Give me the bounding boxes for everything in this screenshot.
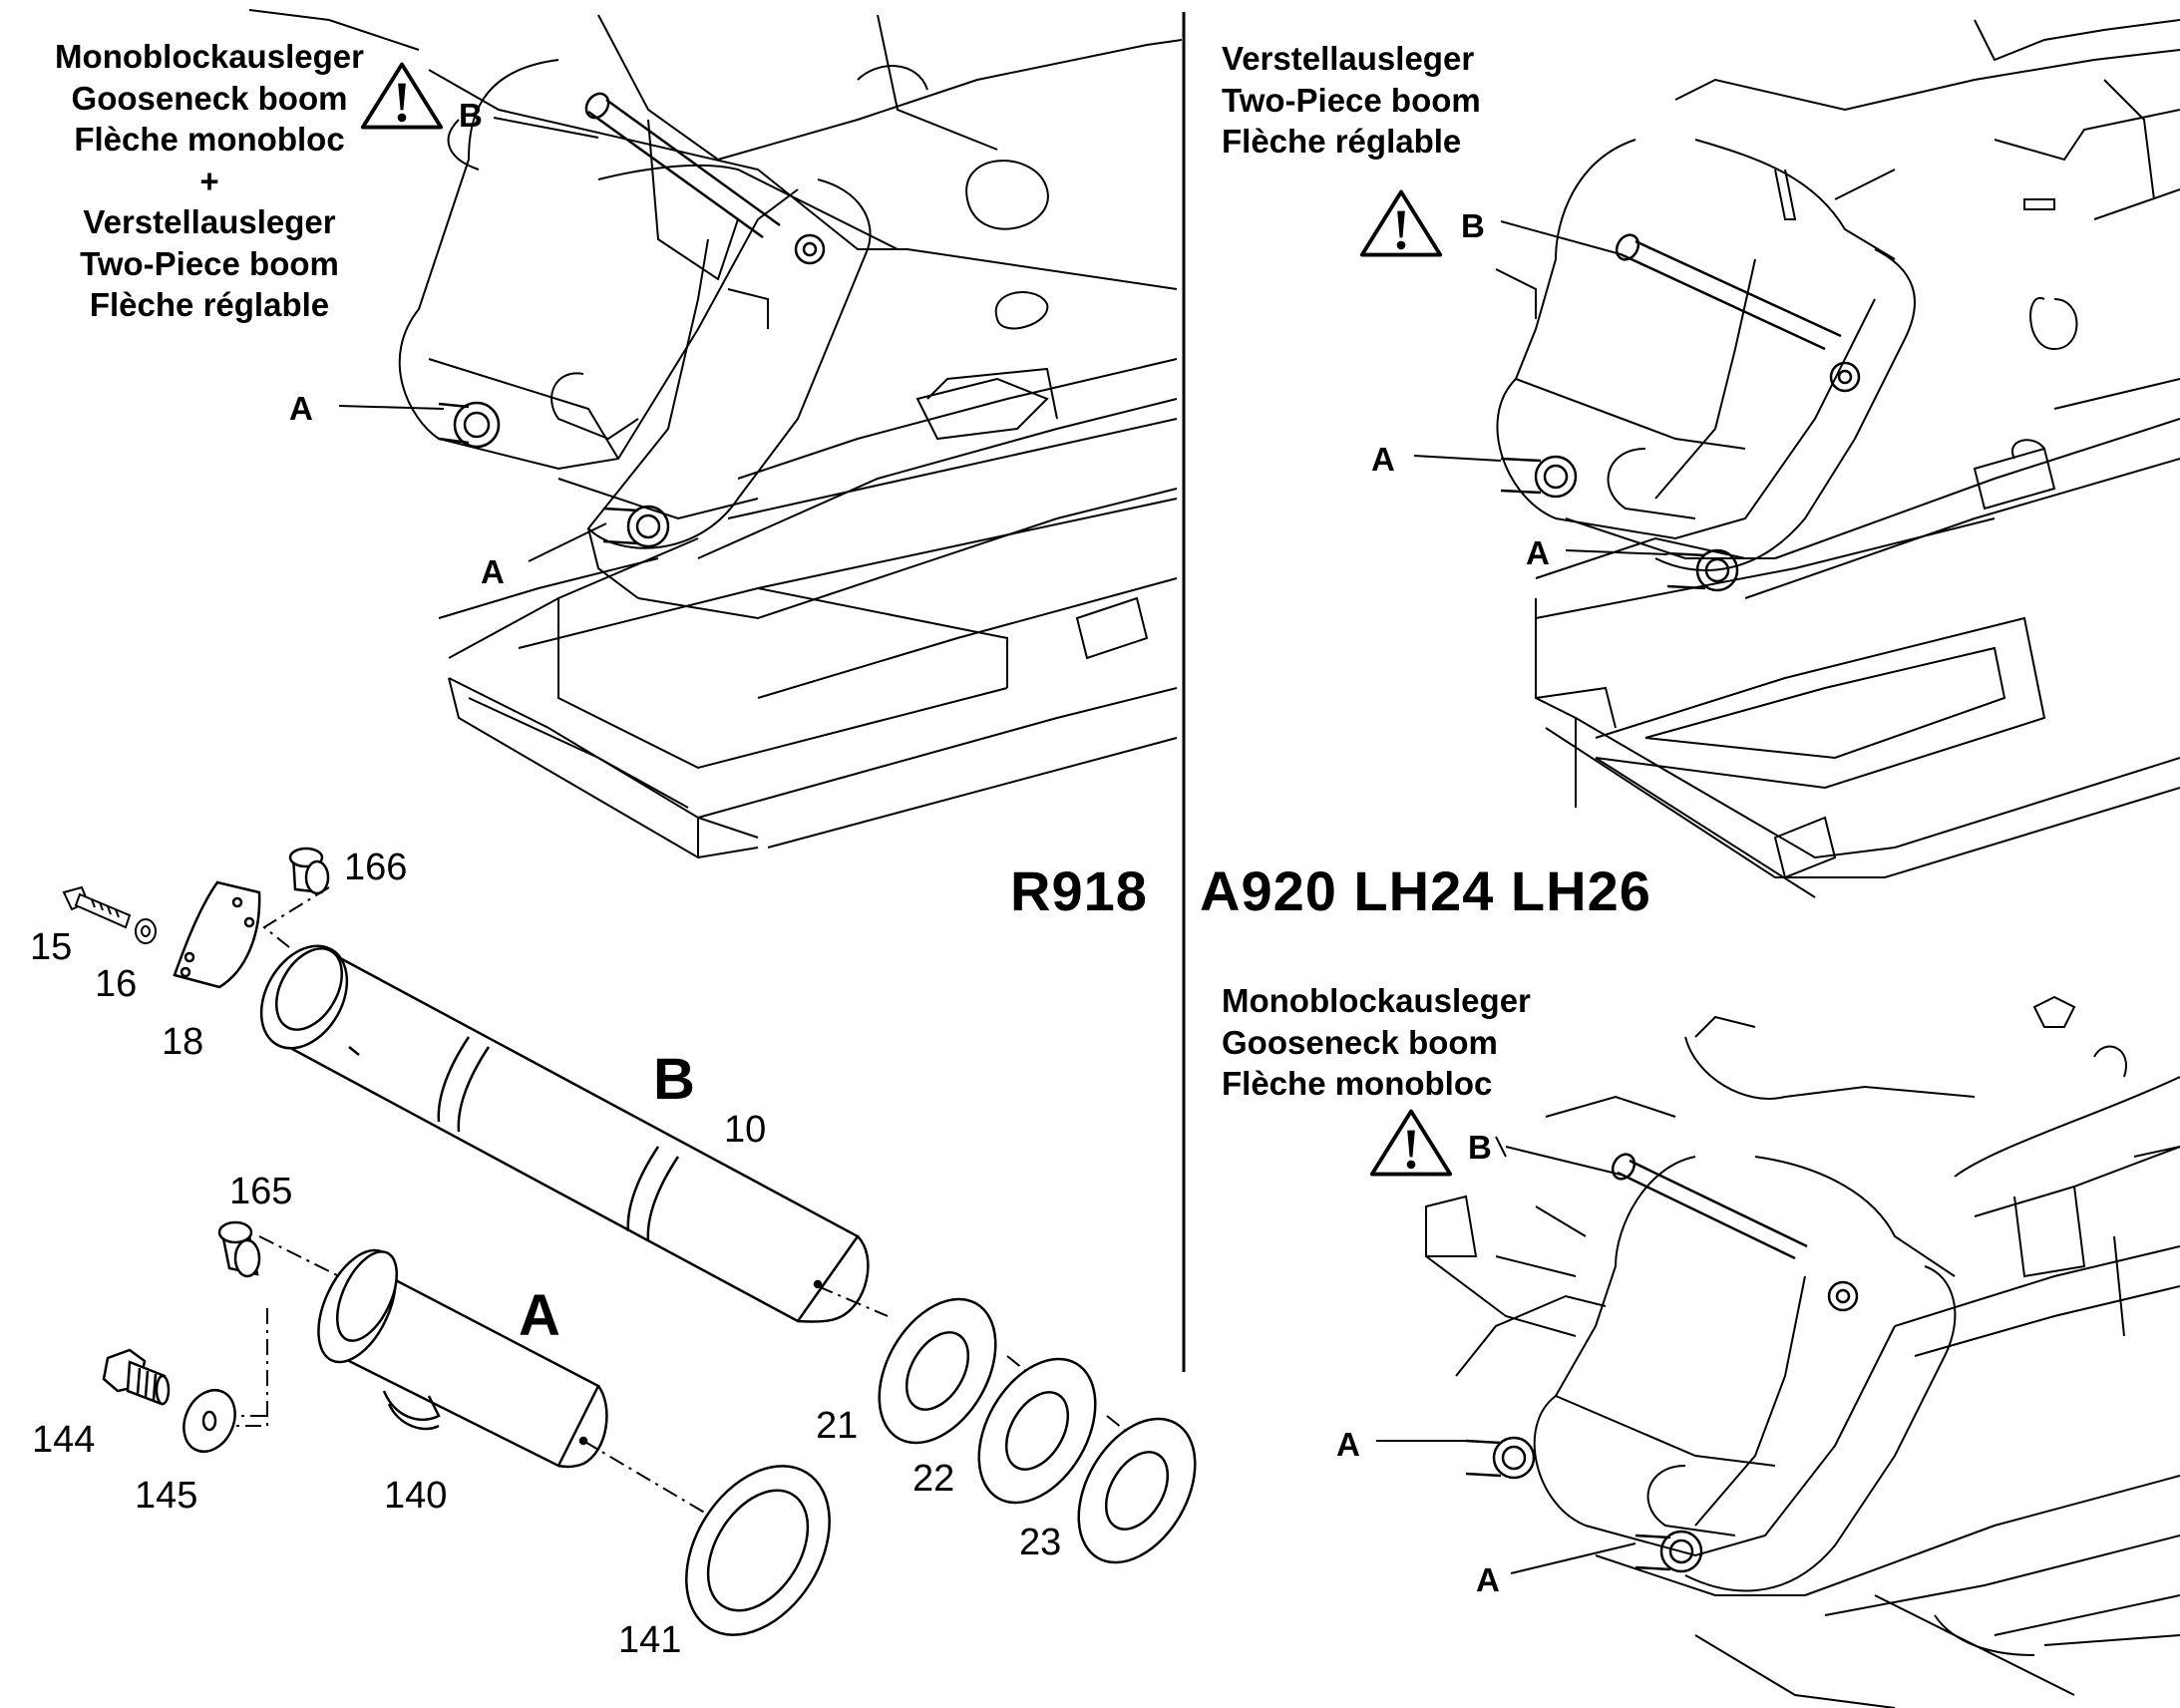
part-145-washer <box>182 1389 236 1453</box>
part-144-bolt <box>102 1348 171 1406</box>
part-number-22: 22 <box>912 1458 955 1500</box>
label-b-top-right: B <box>1461 207 1485 244</box>
upperframe-drawing-right-top <box>1495 19 2180 898</box>
part-number-165: 165 <box>229 1171 293 1212</box>
model-label-left: R918 <box>1010 859 1148 922</box>
pins-a-bottom-right <box>1465 1436 1703 1573</box>
pin-b-top-right <box>1615 233 1861 393</box>
label-a-top-left-1: A <box>289 390 313 427</box>
boom-caption-combined: Monoblockausleger Gooseneck boom Flèche … <box>55 38 364 323</box>
label-b-bottom-right: B <box>1468 1129 1492 1166</box>
warning-triangle-icon <box>1369 1109 1453 1177</box>
part-number-21: 21 <box>816 1405 859 1447</box>
part-15-bolt <box>62 885 132 929</box>
label-b-top-left: B <box>459 97 483 134</box>
part-16-washer <box>135 918 157 944</box>
pin-b-bottom-right <box>1611 1153 1859 1312</box>
part-21-shim <box>878 1297 997 1445</box>
part-23-shim <box>1077 1417 1197 1564</box>
model-label-right: A920 LH24 LH26 <box>1200 859 1651 922</box>
part-number-141: 141 <box>618 1619 682 1661</box>
label-a-bottom-right-2: A <box>1476 1561 1500 1598</box>
pin-a-title: A <box>519 1283 560 1348</box>
part-10-pin-b <box>259 944 870 1323</box>
boom-caption-gooseneck: Monoblockausleger Gooseneck boom Flèche … <box>1222 982 1531 1102</box>
part-number-16: 16 <box>95 963 138 1005</box>
label-a-top-right-1: A <box>1371 441 1395 478</box>
upperframe-drawing-right-bottom <box>1425 995 2180 1708</box>
part-number-23: 23 <box>1019 1522 1062 1563</box>
part-18-plate <box>173 880 261 989</box>
part-number-140: 140 <box>384 1475 448 1517</box>
part-140-pin-a <box>317 1248 608 1469</box>
upperframe-drawing-left <box>248 9 1183 859</box>
leaders-bottom-right <box>1376 1146 1636 1574</box>
part-number-15: 15 <box>30 926 73 968</box>
part-number-145: 145 <box>135 1475 198 1517</box>
part-22-shim <box>977 1357 1097 1505</box>
pin-b-top-left <box>584 92 826 265</box>
label-a-top-left-2: A <box>481 553 505 590</box>
part-165-bushing <box>217 1220 261 1278</box>
part-number-18: 18 <box>162 1021 204 1063</box>
label-a-bottom-right-1: A <box>1336 1426 1360 1463</box>
part-number-10: 10 <box>724 1109 767 1151</box>
pins-a-top-right <box>1500 455 1739 592</box>
part-166-bushing <box>288 847 330 895</box>
pins-a-top-left <box>438 401 670 548</box>
leaders-top-left <box>338 117 607 562</box>
part-number-144: 144 <box>32 1419 96 1461</box>
part-141-disc <box>685 1465 831 1636</box>
leaders-top-right <box>1413 220 1668 555</box>
boom-caption-two-piece: Verstellausleger Two-Piece boom Flèche r… <box>1222 40 1481 160</box>
warning-triangle-icon <box>1359 189 1443 257</box>
part-number-166: 166 <box>344 847 408 888</box>
pin-b-title: B <box>653 1047 695 1112</box>
label-a-top-right-2: A <box>1526 534 1550 571</box>
